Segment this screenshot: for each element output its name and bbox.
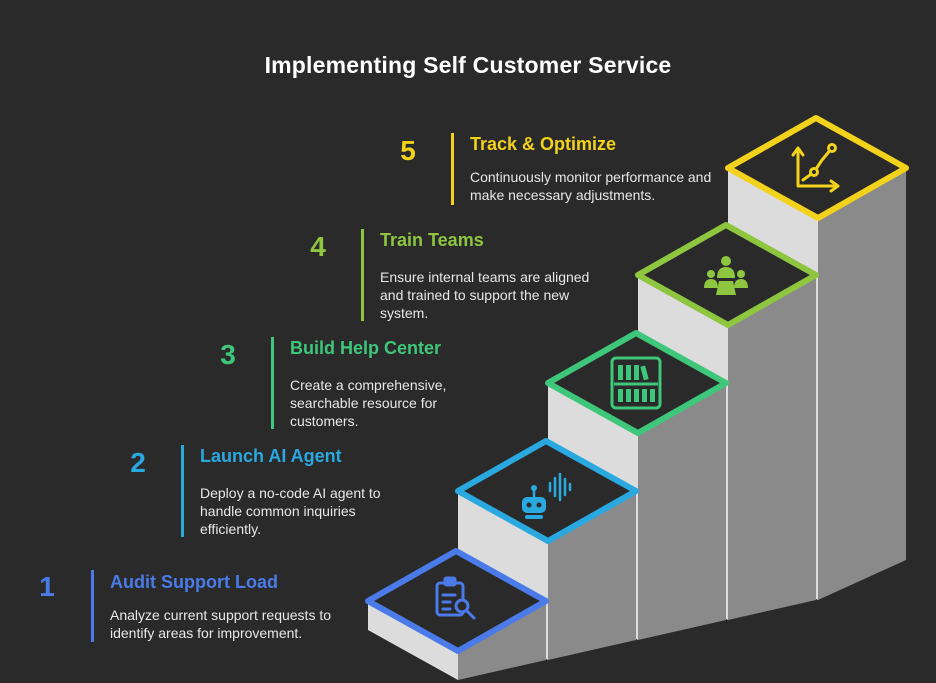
step-3-number: 3 — [220, 339, 236, 370]
step-3-description: Create a comprehensive, searchable resou… — [290, 377, 447, 429]
trend-line-icon — [791, 143, 840, 193]
clipboard-search-icon — [435, 576, 476, 620]
step-1-divider — [91, 570, 94, 642]
page-title: Implementing Self Customer Service — [264, 52, 672, 78]
step-5-description: Continuously monitor performance and mak… — [470, 169, 712, 203]
step-4-heading: Train Teams — [380, 230, 484, 250]
step-2-number: 2 — [130, 447, 146, 478]
step-5-divider — [451, 133, 454, 205]
step-2-divider — [181, 445, 184, 537]
step-2-description: Deploy a no-code AI agent to handle comm… — [200, 485, 381, 537]
team-meeting-icon — [704, 256, 748, 295]
step-1-heading: Audit Support Load — [110, 572, 278, 592]
step-4-divider — [361, 229, 364, 321]
step-5-heading: Track & Optimize — [470, 134, 617, 154]
step-3-divider — [271, 337, 274, 429]
step-1-number: 1 — [39, 571, 55, 602]
step-2-heading: Launch AI Agent — [200, 446, 342, 466]
step-4-number: 4 — [310, 231, 326, 262]
step-1-description: Analyze current support requests to iden… — [110, 607, 332, 641]
step-3-heading: Build Help Center — [290, 338, 442, 358]
step-4-description: Ensure internal teams are aligned and tr… — [380, 269, 590, 321]
step-5-number: 5 — [400, 135, 416, 166]
library-icon — [610, 356, 662, 410]
robot-voice-icon — [522, 472, 572, 519]
